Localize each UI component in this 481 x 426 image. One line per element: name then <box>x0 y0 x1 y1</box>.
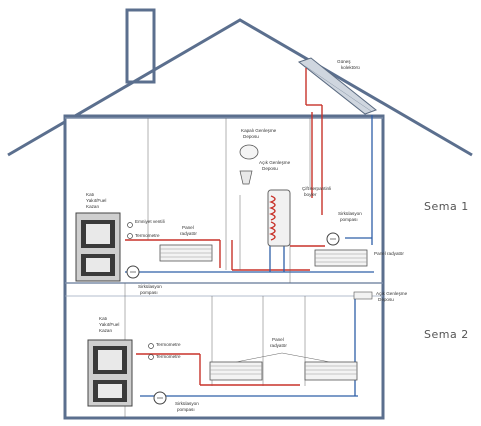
circ-pump-right-label-2: pompası <box>340 217 358 222</box>
scheme-label-upper: Sema 1 <box>424 200 469 213</box>
thermostat-upper-label-1: Emniyet ventili <box>135 219 165 224</box>
circulation-pump-right: Sirkülasyon pompası <box>326 211 362 246</box>
solid-fuel-boiler-lower: Katı Yakıt/Fuel Kazan <box>87 316 133 407</box>
open-tank-label-1: Açık Genleşme <box>259 160 291 165</box>
solid-fuel-boiler-upper: Katı Yakıt/Fuel Kazan <box>75 192 121 282</box>
panel-rad-upper-label-2: radyatör <box>180 231 197 236</box>
open-tank-lower-label-1: Açık Genleşme <box>376 291 408 296</box>
open-expansion-tank <box>239 170 253 185</box>
closed-expansion-tank <box>239 144 259 160</box>
panel-radiators-lower: Panel radyatör <box>209 337 358 381</box>
thermostat-upper-label-2: Termometre <box>135 233 160 238</box>
open-tank-lower-label-2: Deposu <box>378 297 394 302</box>
panel-rad-lower-label-1: Panel <box>272 337 284 342</box>
chimney <box>125 8 156 84</box>
upper-thermostat: Emniyet ventili Termometre <box>127 219 165 239</box>
boiler-upper-label-2: Yakıt/Fuel <box>86 198 106 203</box>
open-tank-label-2: Deposu <box>262 166 278 171</box>
boiler-label-2: boyler <box>304 192 317 197</box>
solar-label-2: kolektörü <box>341 65 360 70</box>
thermostat-lower-label-2: Termometre <box>156 354 181 359</box>
circulation-pump-lower: Sirkülasyon pompası <box>153 391 199 412</box>
closed-tank-label-2: Deposu <box>243 134 259 139</box>
thermostat-lower-label-1: Termometre <box>156 342 181 347</box>
boiler-upper-label-3: Kazan <box>86 204 99 209</box>
lower-thermostat: Termometre Termometre <box>148 342 181 360</box>
panel-radiator-upper: Panel radyatör <box>159 225 213 262</box>
pump-lower-label-2: pompası <box>177 407 195 412</box>
solar-collector: Güneş kolektörü <box>297 57 378 115</box>
boiler-lower-label-2: Yakıt/Fuel <box>99 322 119 327</box>
boiler-label-1: Çift serpantinli <box>302 186 331 191</box>
roof <box>7 18 473 157</box>
circ-pump-right-label-1: Sirkülasyon <box>338 211 362 216</box>
double-coil-boiler: Çift serpantinli boyler <box>267 186 331 247</box>
panel-rad-lower-label-2: radyatör <box>270 343 287 348</box>
pump-upper-label-1: Sirkülasyon <box>138 284 162 289</box>
boiler-lower-label-3: Kazan <box>99 328 112 333</box>
expansion-tanks: Kapalı Genleşme Deposu Açık Genleşme Dep… <box>239 128 291 185</box>
pump-lower-label-1: Sirkülasyon <box>175 401 199 406</box>
closed-tank-label-1: Kapalı Genleşme <box>241 128 277 133</box>
panel-rad-right-label: Panel radyatör <box>374 251 404 256</box>
panel-rad-upper-label-1: Panel <box>182 225 194 230</box>
scheme-label-lower: Sema 2 <box>424 328 469 341</box>
solar-label-1: Güneş <box>337 59 351 64</box>
pump-upper-label-2: pompası <box>140 290 158 295</box>
boiler-lower-label-1: Katı <box>99 316 107 321</box>
panel-radiator-right: Panel radyatör <box>314 249 404 267</box>
open-expansion-tank-lower: Açık Genleşme Deposu <box>353 291 408 302</box>
boiler-upper-label-1: Katı <box>86 192 94 197</box>
circulation-pump-upper: Sirkülasyon pompası <box>126 265 162 295</box>
